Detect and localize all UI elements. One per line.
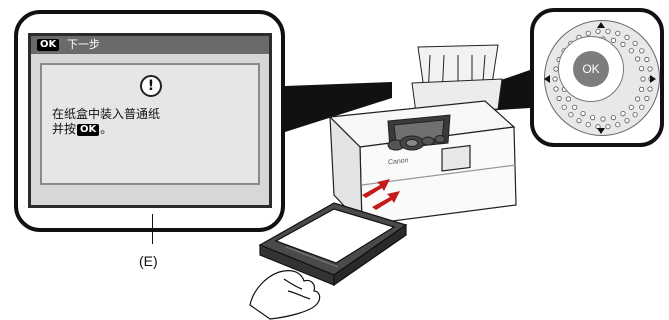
ring-dot — [562, 105, 566, 109]
ring-dot — [569, 113, 573, 117]
ring-dot — [639, 66, 643, 70]
ring-dot — [645, 96, 649, 100]
callout-leader-line — [152, 214, 153, 244]
ring-dot — [641, 77, 645, 81]
ring-dot — [586, 123, 590, 127]
ring-dot — [611, 115, 615, 119]
ring-dot — [640, 49, 644, 53]
hand-illustration — [250, 271, 320, 319]
ring-dot — [633, 113, 637, 117]
lcd-header-bar: OK 下一步 — [31, 36, 269, 54]
ring-dot — [581, 111, 585, 115]
ring-dot — [553, 77, 557, 81]
ring-dot — [586, 31, 590, 35]
ok-button: OK — [573, 51, 609, 87]
ring-dot — [629, 105, 633, 109]
ring-dot — [629, 49, 633, 53]
message-line-2-suffix: 。 — [100, 122, 112, 136]
arrow-left-icon — [544, 75, 550, 83]
message-ok-key-label: OK — [77, 124, 99, 136]
ring-dot — [557, 96, 561, 100]
ring-dot — [616, 31, 620, 35]
ring-dot — [639, 87, 643, 91]
ring-dot — [625, 35, 629, 39]
ring-dot — [573, 105, 577, 109]
ring-dot — [606, 29, 610, 33]
ring-dot — [590, 115, 594, 119]
ring-dot — [648, 67, 652, 71]
ring-dot — [645, 57, 649, 61]
ring-dot — [648, 87, 652, 91]
ring-dot — [601, 117, 605, 121]
ring-dot — [640, 105, 644, 109]
arrow-right-icon — [650, 75, 656, 83]
arrow-down-icon — [597, 128, 605, 134]
paper-support — [412, 45, 502, 113]
header-next-label: 下一步 — [67, 38, 100, 52]
header-ok-key-label: OK — [37, 39, 59, 51]
ring-dot — [554, 87, 558, 91]
ring-dot — [635, 57, 639, 61]
ring-dot — [616, 123, 620, 127]
ring-dot — [611, 38, 615, 42]
warning-icon: ! — [140, 75, 162, 97]
ring-dot — [596, 29, 600, 33]
message-line-2-prefix: 并按 — [52, 122, 76, 136]
arrow-up-icon — [597, 22, 605, 28]
ring-dot — [625, 118, 629, 122]
message-line-1: 在纸盒中装入普通纸 — [52, 107, 160, 122]
ring-dot — [635, 97, 639, 101]
ring-dot — [606, 125, 610, 129]
callout-label-e: (E) — [139, 253, 158, 269]
ring-dot — [577, 118, 581, 122]
ring-dot — [621, 111, 625, 115]
ring-dot — [633, 41, 637, 45]
control-pad-callout: OK — [530, 8, 664, 147]
ring-dot — [621, 42, 625, 46]
ring-dot — [566, 97, 570, 101]
